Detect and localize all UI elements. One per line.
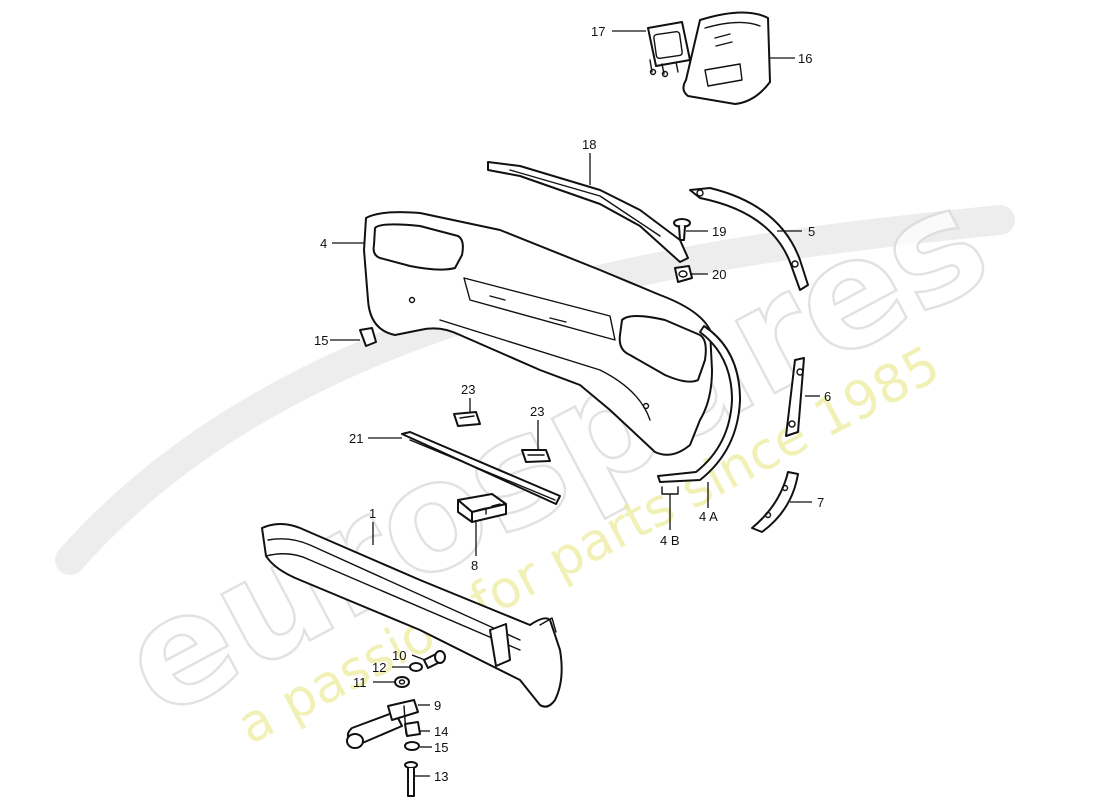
part-6-trim-bar [785,357,805,437]
callout-5: 5 [808,224,815,239]
part-8-block [457,493,507,523]
part-22-strip [401,431,561,505]
callout-4b: 4 B [660,533,680,548]
part-14-nut [404,721,421,737]
callout-23-lower: 23 [530,404,544,419]
callout-12: 12 [372,660,386,675]
part-9-bracket [346,699,419,749]
callout-10: 10 [392,648,406,663]
part-7-trim [751,471,799,533]
callout-19: 18 [582,137,596,152]
part-13-bolt [404,761,418,797]
callout-21: 20 [712,267,726,282]
callout-6: 6 [824,389,831,404]
callout-18: 17 [591,24,605,39]
callout-22: 21 [349,431,363,446]
part-11-washer [394,676,410,688]
callout-14: 14 [434,724,448,739]
leader-lines [330,30,820,777]
callout-4: 4 [320,236,327,251]
part-23-pad-lower [521,449,551,463]
part-5-trim [689,187,809,291]
callout-labels: 17 16 18 4 5 19 20 15 6 23 23 21 4 A 4 B… [314,24,831,784]
callout-8: 8 [471,558,478,573]
part-20-screw [673,218,691,241]
part-10-bolt [423,650,446,669]
part-16-clip [359,327,377,347]
callout-17: 16 [798,51,812,66]
part-1-carrier [261,523,563,708]
callout-20: 19 [712,224,726,239]
part-19-strip [487,161,689,263]
part-21-nut [674,265,693,283]
part-23-pad-upper [453,411,481,427]
part-4-bumper-cover [363,211,713,456]
callout-15: 15 [434,740,448,755]
part-17-housing [682,11,771,105]
callout-23-upper: 23 [461,382,475,397]
part-18-bracket [647,21,691,78]
part-4a-seal [657,325,741,483]
callout-7: 7 [817,495,824,510]
part-15-washer [404,741,420,751]
callout-1: 1 [369,506,376,521]
callout-9: 9 [434,698,441,713]
part-12-washer [409,662,423,672]
callout-13: 13 [434,769,448,784]
callout-16: 15 [314,333,328,348]
callout-4a: 4 A [699,509,718,524]
callout-11: 11 [353,675,367,690]
